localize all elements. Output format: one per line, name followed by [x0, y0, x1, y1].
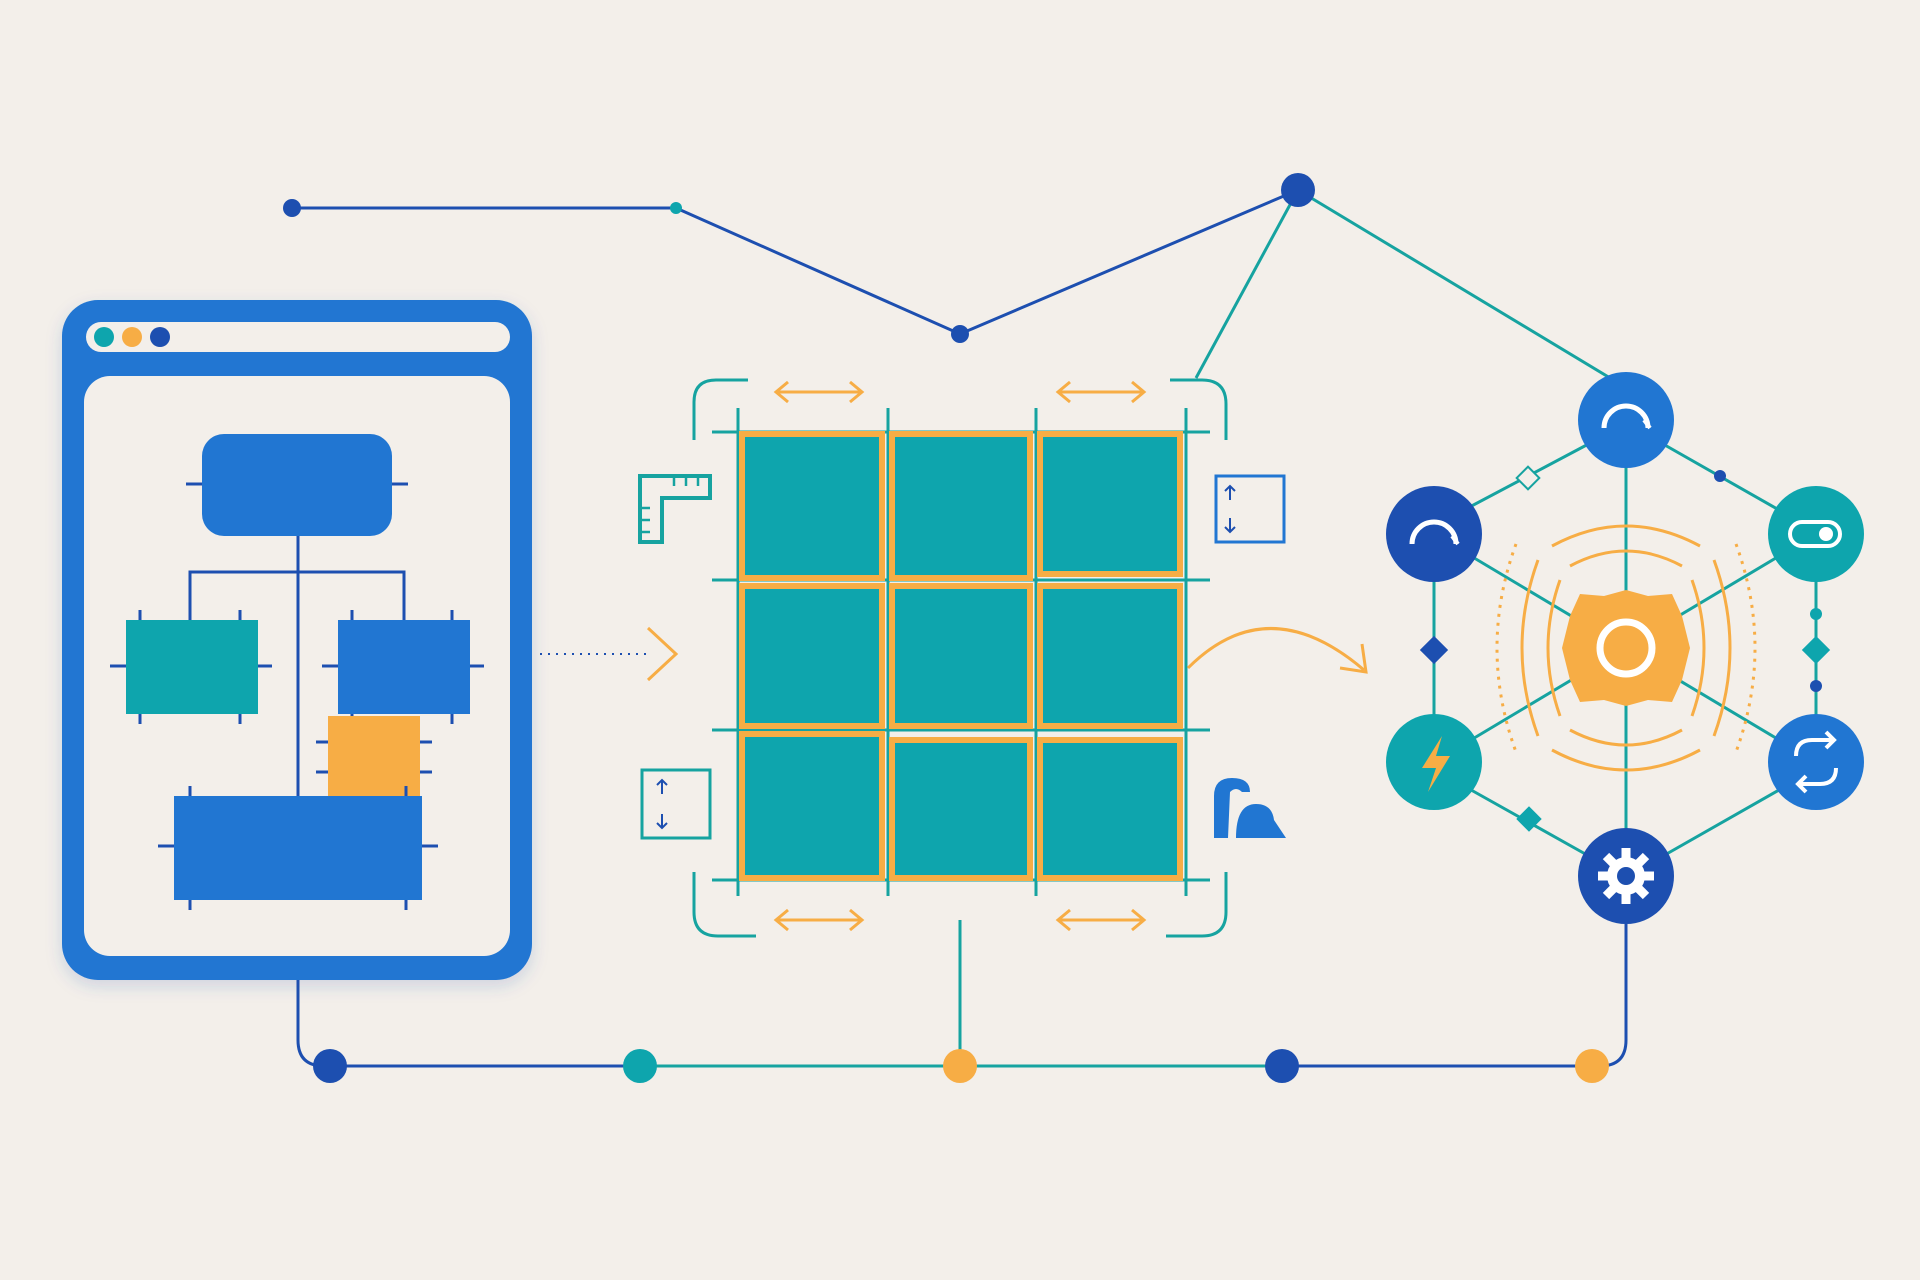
resize-horizontal-icon	[773, 380, 865, 404]
timeline-dot-teal	[623, 1049, 657, 1083]
window-dot-navy	[150, 327, 170, 347]
lock-anchor-icon	[1214, 778, 1286, 838]
grid-cell	[1037, 431, 1183, 577]
gauge-icon	[1409, 519, 1459, 545]
toggle-icon	[1788, 520, 1842, 548]
signal-waves	[1495, 524, 1757, 772]
flowchart-bottom-box	[174, 796, 422, 900]
top-node-valley	[951, 325, 969, 343]
resize-vertical-icon	[1214, 474, 1286, 544]
node-gauge-top	[1578, 372, 1674, 468]
grid-cell	[889, 737, 1033, 881]
curved-arrow	[1186, 627, 1368, 674]
edge-marker	[1419, 635, 1449, 665]
resize-arrows	[773, 380, 1147, 932]
hub-network	[1386, 372, 1864, 924]
hub-target-icon	[1562, 590, 1690, 706]
resize-horizontal-icon	[1055, 908, 1147, 932]
lightning-icon	[1422, 736, 1450, 792]
browser-window-dots	[94, 327, 170, 347]
resize-horizontal-icon	[773, 908, 865, 932]
timeline-dot-navy	[313, 1049, 347, 1083]
flowchart-top-box	[202, 434, 392, 536]
node-lightning-left	[1386, 714, 1482, 810]
flowchart	[110, 434, 484, 910]
gauge-icon	[1601, 403, 1651, 429]
gear-icon	[1598, 848, 1654, 904]
dotted-arrow	[540, 626, 679, 682]
flowchart-orange-box	[328, 716, 420, 796]
resize-horizontal-icon	[1055, 380, 1147, 404]
grid-cell	[1037, 737, 1183, 881]
top-node-peak	[1281, 173, 1315, 207]
grid-cell	[739, 431, 885, 581]
ruler-corner-icon	[638, 474, 712, 544]
flowchart-right-box	[338, 620, 470, 714]
timeline-dot-orange	[1575, 1049, 1609, 1083]
edge-marker	[1515, 465, 1541, 491]
node-gauge-left	[1386, 486, 1482, 582]
node-gear-bottom	[1578, 828, 1674, 924]
grid-cell	[889, 431, 1033, 581]
grid-cell	[739, 583, 885, 729]
timeline-dot-orange	[943, 1049, 977, 1083]
edge-marker	[1801, 635, 1831, 665]
grid-cells	[739, 431, 1183, 881]
node-refresh-right	[1768, 714, 1864, 810]
top-connector-lines	[283, 173, 1631, 392]
edge-marker	[1714, 470, 1726, 482]
grid-cell	[1037, 583, 1183, 729]
edge-marker	[1810, 608, 1822, 620]
bottom-timeline	[296, 920, 1628, 1083]
node-toggle-right	[1768, 486, 1864, 582]
grid-cell	[739, 731, 885, 881]
grid-cell	[889, 583, 1033, 729]
flowchart-left-box	[126, 620, 258, 714]
top-node-start	[283, 199, 301, 217]
window-dot-teal	[94, 327, 114, 347]
top-node-small	[670, 202, 682, 214]
edge-marker	[1810, 680, 1822, 692]
resize-vertical-icon	[640, 768, 712, 840]
grid-panel	[638, 378, 1286, 938]
refresh-icon	[1794, 730, 1838, 794]
timeline-dot-navy	[1265, 1049, 1299, 1083]
window-dot-orange	[122, 327, 142, 347]
